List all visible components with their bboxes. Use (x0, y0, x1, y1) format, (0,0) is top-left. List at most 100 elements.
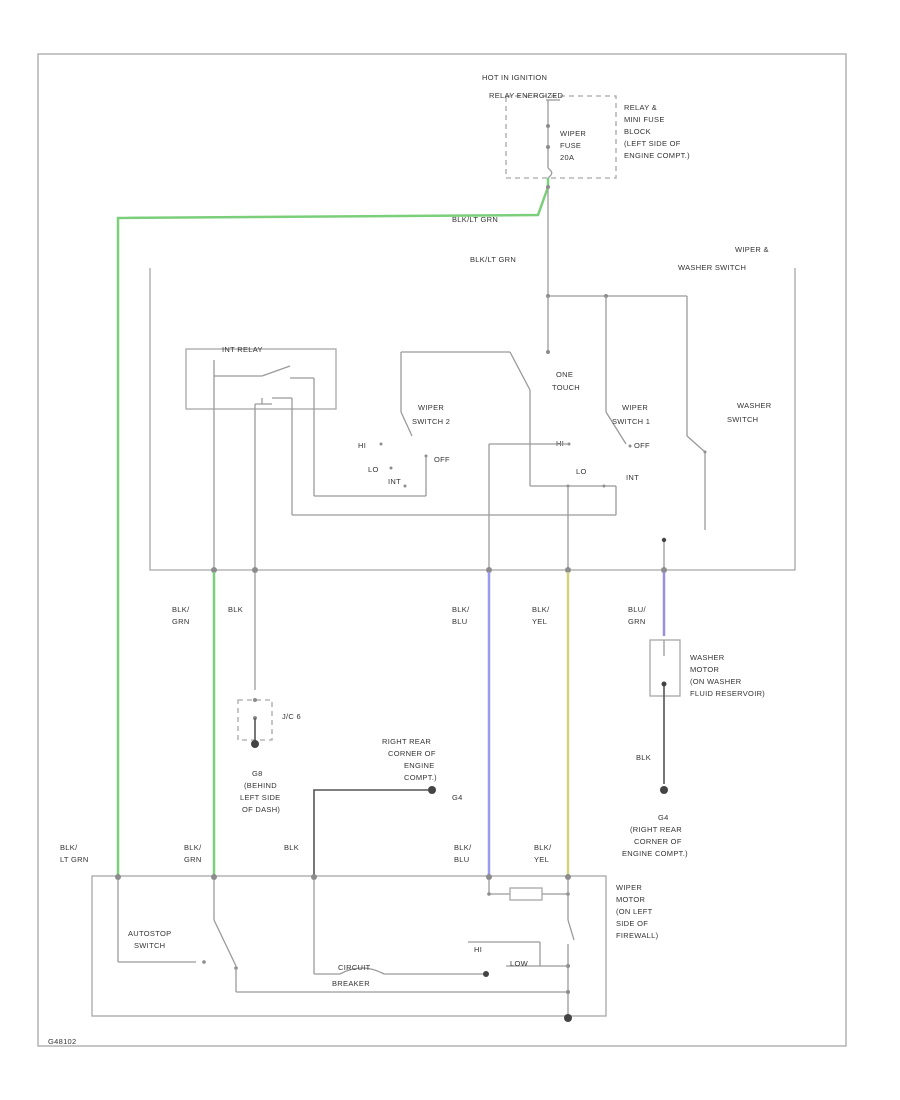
outer-frame (37, 53, 847, 1047)
g4-label-4: COMPT.) (404, 773, 437, 782)
wiper-motor-housing (91, 875, 607, 1017)
ws2-int: INT (388, 477, 401, 486)
fuse-location-1: RELAY & (624, 103, 657, 112)
int-relay-label: INT RELAY (222, 345, 263, 354)
g4b-label-3: ENGINE COMPT.) (622, 849, 688, 858)
washer-motor-label-4: FLUID RESERVOIR) (690, 689, 765, 698)
wire-label-blk-grn-2: GRN (172, 617, 190, 626)
fuse-block: HOT IN IGNITION RELAY ENERGIZED WIPER FU… (482, 73, 690, 179)
wire-label-bl-blu-low-2: BLU (454, 855, 470, 864)
wire-label-blu-grn-1: BLU/ (628, 605, 646, 614)
switch-terminal-3 (486, 567, 492, 573)
hot-label-2: RELAY ENERGIZED (489, 91, 564, 100)
switch-title-2: WASHER SWITCH (678, 263, 746, 272)
fuse-label-2: FUSE (560, 141, 581, 150)
ws1-lo: LO (576, 467, 587, 476)
g4-label-2: CORNER OF (388, 749, 436, 758)
wiper-motor-label-4: SIDE OF (616, 919, 648, 928)
wire-label-blu-grn-2: GRN (628, 617, 646, 626)
blk-lt-grn-feed-wire (116, 178, 550, 876)
wiper-motor-label-1: WIPER (616, 883, 642, 892)
switch-terminal-1 (211, 567, 217, 573)
wiper-motor-label-3: (ON LEFT (616, 907, 653, 916)
switch-terminal-2 (252, 567, 258, 573)
washer-switch-label-1: WASHER (737, 401, 772, 410)
one-touch-label-2: TOUCH (552, 383, 580, 392)
autostop-label-1: AUTOSTOP (128, 929, 171, 938)
wiper-washer-switch: WIPER & WASHER SWITCH INT RELAY WIPER SW… (149, 245, 796, 573)
wire-label-blk-lt-grn-mid: BLK/LT GRN (470, 255, 516, 264)
wiper-motor-label-5: FIREWALL) (616, 931, 659, 940)
wiper-motor-label-2: MOTOR (616, 895, 646, 904)
switch-title-1: WIPER & (735, 245, 769, 254)
circuit-breaker-label-2: BREAKER (332, 979, 370, 988)
g8-label-3: LEFT SIDE (240, 793, 281, 802)
ws2-hi: HI (358, 441, 366, 450)
switch-terminal-4 (565, 567, 571, 573)
wire-label-blk-low: BLK (284, 843, 299, 852)
ground-g8-symbol (251, 740, 259, 748)
fuse-location-4: (LEFT SIDE OF (624, 139, 681, 148)
wire-label-bl-blu-low-1: BLK/ (454, 843, 472, 852)
wire-label-bl-lt-grn-1: BLK/ (60, 843, 78, 852)
g8-label-4: OF DASH) (242, 805, 280, 814)
fuse-location-3: BLOCK (624, 127, 651, 136)
fuse-location-5: ENGINE COMPT.) (624, 151, 690, 160)
fuse-block-outline (505, 95, 617, 179)
wire-label-blk-yel-1: BLK/ (532, 605, 550, 614)
jc-label: J/C 6 (282, 712, 301, 721)
g8-label-1: G8 (252, 769, 263, 778)
wire-label-blk-washer: BLK (636, 753, 651, 762)
switch-housing (149, 268, 796, 571)
ws2-label-1: WIPER (418, 403, 444, 412)
joint-connector-jc6: J/C 6 G8 (BEHIND LEFT SIDE OF DASH) (237, 698, 301, 814)
autostop-label-2: SWITCH (134, 941, 165, 950)
wire-label-bl-yel-low-2: YEL (534, 855, 549, 864)
washer-motor-label-3: (ON WASHER (690, 677, 742, 686)
wire-label-blk-blu-2: BLU (452, 617, 468, 626)
g4-id: G4 (452, 793, 463, 802)
wiper-motor-ground-symbol (564, 1014, 572, 1022)
ws1-label-1: WIPER (622, 403, 648, 412)
wire-label-blk-grn-1: BLK/ (172, 605, 190, 614)
washer-motor-label-2: MOTOR (690, 665, 720, 674)
fuse-label-1: WIPER (560, 129, 586, 138)
ws2-lo: LO (368, 465, 379, 474)
wire-label-blk-lt-grn-top: BLK/LT GRN (452, 215, 498, 224)
int-relay (185, 348, 337, 410)
ws1-off: OFF (634, 441, 650, 450)
g4b-id: G4 (658, 813, 669, 822)
g4-label-1: RIGHT REAR (382, 737, 431, 746)
fuse-location-2: MINI FUSE (624, 115, 665, 124)
one-touch-label-1: ONE (556, 370, 573, 379)
ws1-label-2: SWITCH 1 (612, 417, 650, 426)
wire-label-bl-yel-low-1: BLK/ (534, 843, 552, 852)
motor-low-label: LOW (510, 959, 529, 968)
wire-label-bl-grn-low-1: BLK/ (184, 843, 202, 852)
wire-label-blk-yel-2: YEL (532, 617, 547, 626)
g4b-label-2: CORNER OF (634, 837, 682, 846)
g4-label-3: ENGINE (404, 761, 435, 770)
wiper-motor: WIPER MOTOR (ON LEFT SIDE OF FIREWALL) A… (91, 874, 659, 1022)
diagram-code: G48102 (48, 1037, 77, 1046)
wire-label-blk-1: BLK (228, 605, 243, 614)
ws1-int: INT (626, 473, 639, 482)
washer-motor: WASHER MOTOR (ON WASHER FLUID RESERVOIR)… (622, 639, 765, 858)
switch-terminal-5 (661, 567, 667, 573)
fuse-label-3: 20A (560, 153, 574, 162)
washer-motor-label-1: WASHER (690, 653, 725, 662)
ground-g4-washer-symbol (660, 786, 668, 794)
motor-hi-label: HI (474, 945, 482, 954)
ws2-label-2: SWITCH 2 (412, 417, 450, 426)
wire-label-bl-lt-grn-2: LT GRN (60, 855, 89, 864)
g4b-label-1: (RIGHT REAR (630, 825, 682, 834)
washer-switch-label-2: SWITCH (727, 415, 758, 424)
ground-g4: RIGHT REAR CORNER OF ENGINE COMPT.) G4 (313, 737, 463, 876)
circuit-breaker-label-1: CIRCUIT (338, 963, 371, 972)
hot-label-1: HOT IN IGNITION (482, 73, 547, 82)
wire-label-blk-blu-1: BLK/ (452, 605, 470, 614)
ws2-off: OFF (434, 455, 450, 464)
wire-label-bl-grn-low-2: GRN (184, 855, 202, 864)
